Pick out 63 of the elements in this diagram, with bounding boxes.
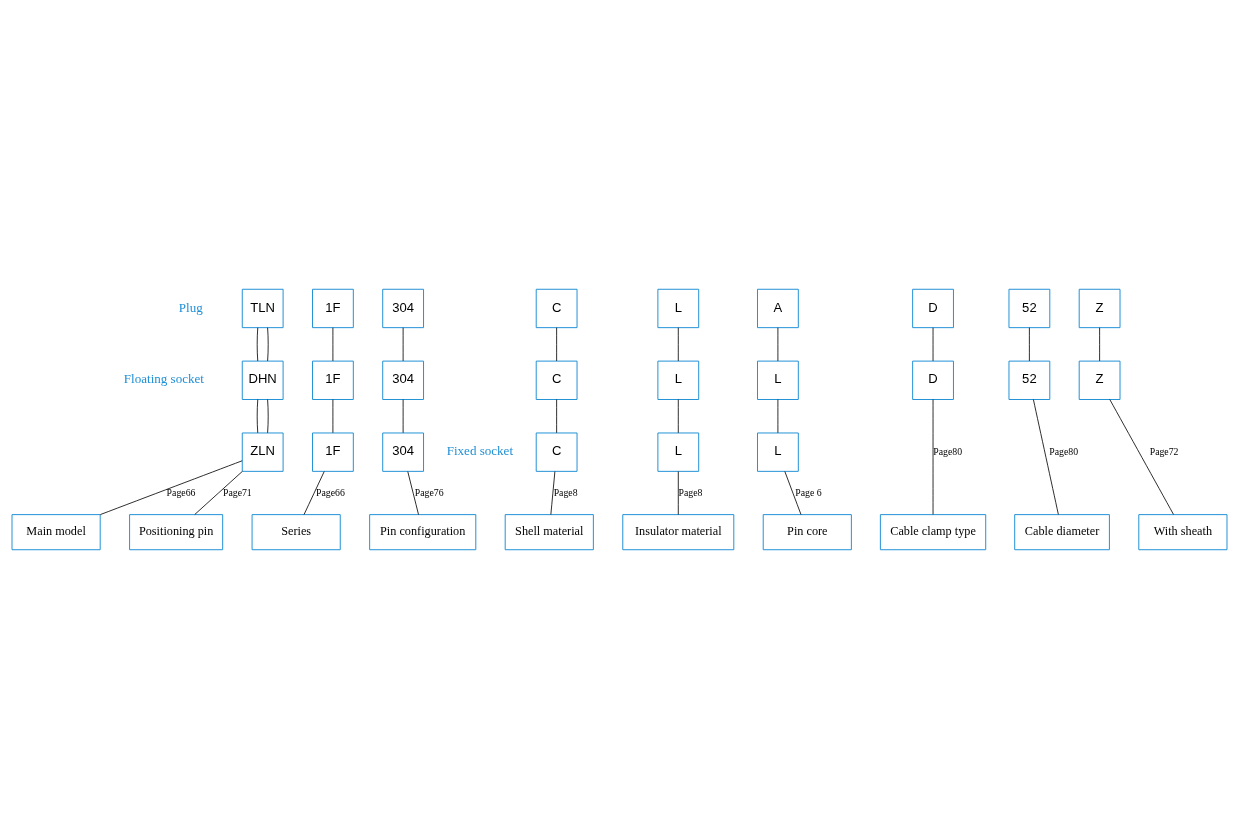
node-box: 304 (382, 432, 425, 472)
node-box: Main model (11, 514, 101, 551)
edge-label: Page 6 (795, 486, 822, 498)
node-box: With sheath (1138, 514, 1228, 551)
edge-label: Page80 (1049, 445, 1079, 457)
connector (256, 327, 259, 362)
node-box: TLN (241, 288, 284, 329)
connector (267, 327, 269, 362)
node-box: C (535, 432, 578, 472)
edge-label: Page71 (222, 486, 252, 498)
node-box: 52 (1008, 288, 1051, 329)
node-box: Pin core (762, 514, 852, 551)
edge-label: Page76 (414, 486, 444, 498)
node-box: Pin configuration (369, 514, 477, 551)
edge-label: Page8 (553, 486, 578, 498)
connector (407, 471, 419, 515)
node-box: L (757, 360, 799, 400)
label: Plug (178, 299, 203, 315)
node-box: Cable diameter (1014, 514, 1110, 551)
node-box: A (757, 288, 799, 329)
node-box: L (657, 360, 700, 400)
connector (267, 399, 269, 434)
connector (556, 327, 558, 362)
connector (1033, 399, 1059, 515)
node-box: L (657, 432, 700, 472)
node-box: L (657, 288, 700, 329)
node-box: Series (251, 514, 341, 551)
connector (550, 471, 556, 515)
connector (1099, 327, 1100, 362)
node-box: D (912, 360, 954, 400)
node-box: 1F (312, 432, 354, 472)
edge-label: Page72 (1149, 445, 1179, 457)
edge-label: Page66 (166, 486, 196, 498)
connector (303, 471, 325, 515)
node-box: 1F (312, 360, 354, 400)
connector (99, 460, 243, 515)
node-box: 1F (312, 288, 354, 329)
node-box: ZLN (241, 432, 284, 472)
node-box: Shell material (504, 514, 594, 551)
node-box: Insulator material (622, 514, 735, 551)
edge-label: Page8 (678, 486, 703, 498)
node-box: L (757, 432, 799, 472)
node-box: C (535, 360, 578, 400)
connector (256, 399, 259, 434)
node-box: Cable clamp type (879, 514, 987, 551)
label: Fixed socket (446, 443, 514, 459)
label: Floating socket (123, 371, 204, 387)
node-box: D (912, 288, 954, 329)
node-box: 52 (1008, 360, 1051, 400)
edge-label: Page80 (933, 445, 963, 457)
edge-label: Page66 (316, 486, 345, 498)
node-box: Z (1078, 288, 1121, 329)
connector (1109, 399, 1174, 515)
node-box: 304 (382, 360, 425, 400)
connector (1029, 327, 1030, 362)
connector (556, 399, 558, 434)
node-box: Z (1078, 360, 1121, 400)
node-box: 304 (382, 288, 425, 329)
connector (784, 471, 802, 515)
node-box: C (535, 288, 578, 329)
connector (194, 470, 243, 515)
node-box: Positioning pin (129, 514, 224, 551)
node-box: DHN (241, 360, 284, 400)
